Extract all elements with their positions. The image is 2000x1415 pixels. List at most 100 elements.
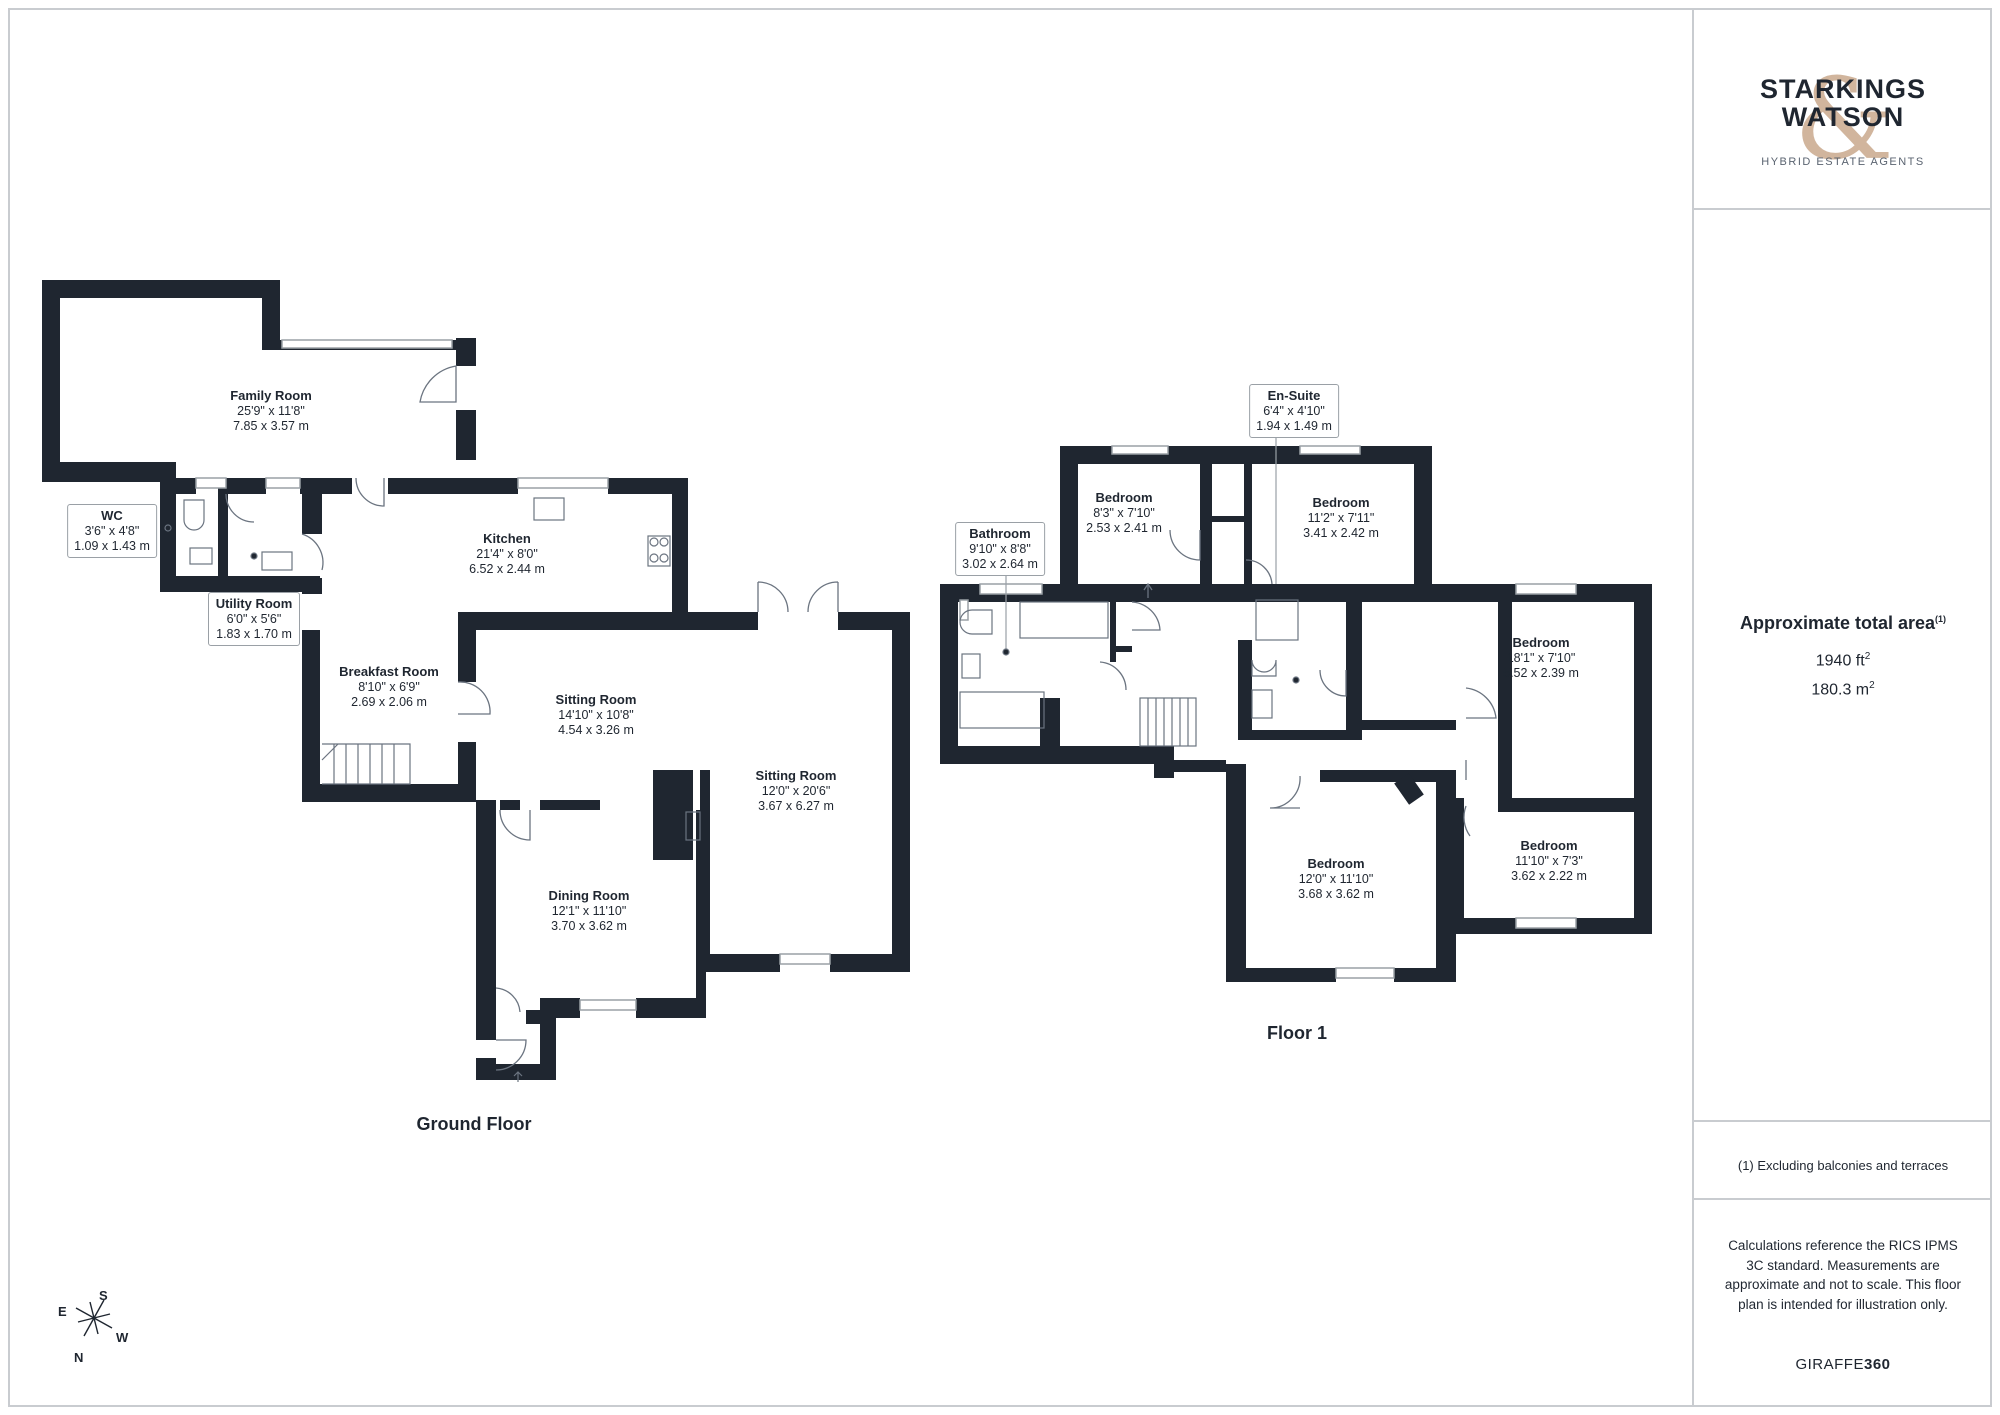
wall [1498,602,1512,812]
door-swing [355,477,385,507]
room-dim-metric: 7.85 x 3.57 m [233,419,309,434]
wall [476,1000,496,1040]
window [281,339,453,349]
wall [226,478,266,494]
first-floor-doors [1099,529,1497,837]
basin [189,547,213,565]
window [195,477,227,489]
room-name: Bathroom [969,526,1031,541]
room-dim-metric: 3.70 x 3.62 m [551,919,627,934]
wall [1634,584,1652,934]
door-swing [495,1039,527,1071]
wall [300,478,320,494]
room-label-bedroom-4: Bedroom 12'0" x 11'10" 3.68 x 3.62 m [1298,856,1374,902]
door-swing [1319,669,1347,697]
room-dim-imperial: 12'1" x 11'10" [551,903,627,918]
door-swing [1099,661,1127,691]
wall [1244,464,1252,584]
leader-dot [1292,676,1300,684]
wall [160,576,320,592]
room-label-bedroom-1: Bedroom 8'3" x 7'10" 2.53 x 2.41 m [1086,490,1162,536]
ground-floor-walls [42,280,910,1080]
first-floor-windows [959,445,1577,979]
room-label-dining-room: Dining Room 12'1" x 11'10" 3.70 x 3.62 m [549,888,630,934]
room-label-en-suite: En-Suite 6'4" x 4'10" 1.94 x 1.49 m [1249,384,1339,439]
room-dim-imperial: 25'9" x 11'8" [237,403,305,418]
first-floor-walls [940,446,1652,982]
area-title-text: Approximate total area [1739,613,1936,633]
window [979,583,1043,595]
basin [1251,689,1273,719]
wall [1200,464,1212,584]
wall [312,478,352,494]
wall [302,494,322,534]
wall [42,280,60,462]
page-frame [8,8,1992,1407]
floor-title-ground: Ground Floor [416,1114,532,1134]
room-label-breakfast-room: Breakfast Room 8'10" x 6'9" 2.69 x 2.06 … [339,664,439,710]
room-dim-metric: 4.54 x 3.26 m [558,723,634,738]
brand-tagline: HYBRID ESTATE AGENTS [1761,156,1925,168]
door-swing [1269,775,1301,809]
wall [302,784,460,802]
window [959,599,969,621]
wall [1154,760,1226,772]
room-name: Bedroom [1512,635,1570,650]
fireplace [685,811,701,841]
area-sqft-value: 1940 ft [1815,652,1865,670]
credit-suffix: 360 [1863,1356,1891,1373]
wall [218,478,228,580]
room-dim-metric: 3.02 x 2.64 m [962,557,1038,572]
room-name: Bedroom [1520,838,1578,853]
window [1515,583,1577,595]
hob-ring [649,537,659,547]
bath [959,691,1045,729]
door-swing [1463,805,1471,837]
door-swing [1245,559,1273,585]
wall [456,338,476,366]
area-title: Approximate total area(1) [1694,613,1992,634]
wall [476,1064,556,1080]
room-dim-imperial: 3'6" x 4'8" [84,523,140,538]
room-dim-metric: 2.53 x 2.41 m [1086,521,1162,536]
room-name: Sitting Room [755,768,837,783]
wall [1110,602,1116,662]
credit-prefix: GIRAFFE [1795,1356,1864,1373]
staircase [1139,697,1197,747]
window [779,953,831,965]
wall [42,280,272,298]
room-dim-metric: 3.68 x 3.62 m [1298,887,1374,902]
compass-south-label: S [99,1288,108,1303]
room-dim-imperial: 8'3" x 7'10" [1093,505,1155,520]
wall [1226,968,1336,982]
wall [42,462,162,482]
room-dim-metric: 3.62 x 2.22 m [1511,869,1587,884]
wall [1436,770,1456,982]
door-swing [1131,601,1161,631]
compass-north-label: N [74,1350,84,1365]
toilet [183,499,205,531]
ground-floor-windows [195,339,831,1011]
area-title-note: (1) [1935,614,1947,624]
hob-ring [649,553,659,563]
footnote: (1) Excluding balconies and terraces [1737,1158,1949,1173]
room-dim-imperial: 8'10" x 6'9" [358,679,420,694]
room-label-bedroom-2: Bedroom 11'2" x 7'11" 3.41 x 2.42 m [1303,495,1379,541]
room-dim-imperial: 21'4" x 8'0" [476,546,538,561]
window [1299,445,1361,455]
room-dim-metric: 6.52 x 2.44 m [469,562,545,577]
room-dim-metric: 1.09 x 1.43 m [74,539,150,554]
compass-west-label: W [116,1330,129,1345]
room-dim-imperial: 14'10" x 10'8" [558,707,634,722]
wall [1498,798,1652,812]
wall [700,954,780,972]
room-name: Utility Room [215,596,293,611]
room-dim-imperial: 18'1" x 7'10" [1506,650,1576,665]
room-name: WC [101,508,123,523]
wall [1394,773,1424,805]
wall [940,584,1652,602]
wall [1040,698,1060,764]
room-dim-imperial: 12'0" x 20'6" [761,783,831,798]
wall [1226,764,1246,978]
wall [302,630,320,802]
